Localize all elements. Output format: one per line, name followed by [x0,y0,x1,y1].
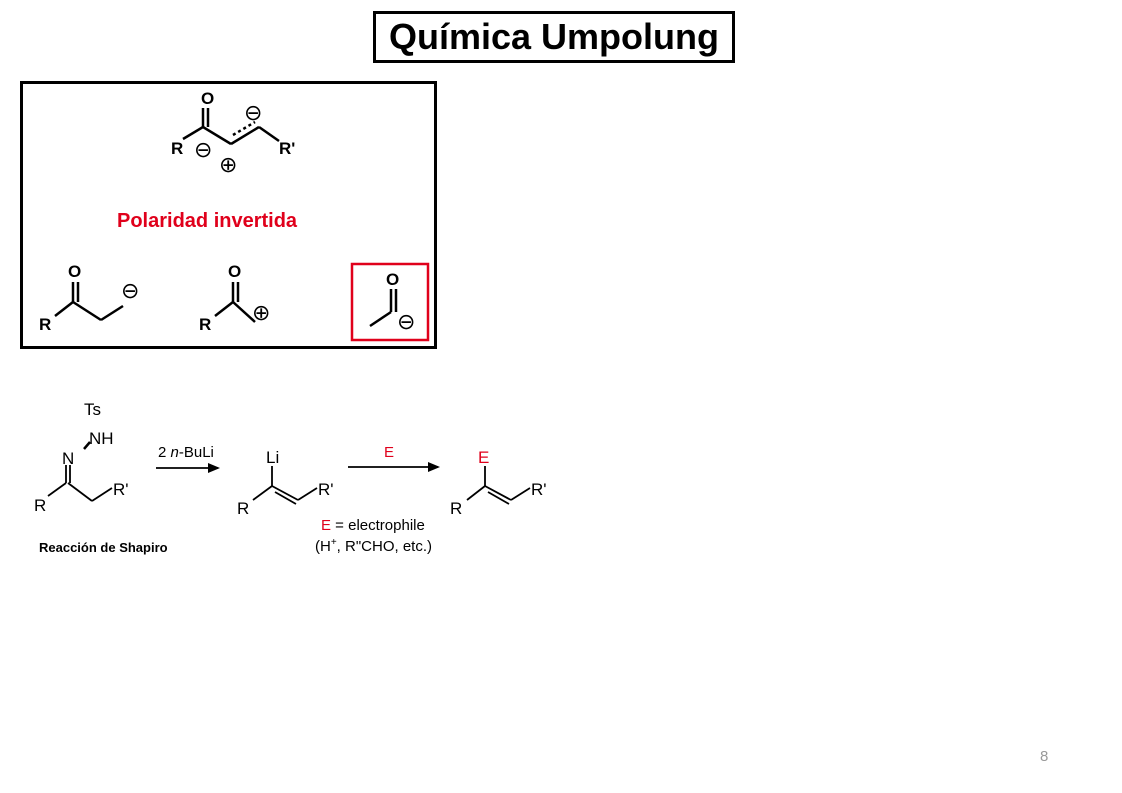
electrophile-examples: (H+, R"CHO, etc.) [315,537,432,555]
start-Rp: R' [113,480,129,499]
struct1-O: O [68,262,81,281]
struct2-O: O [228,262,241,281]
top-Rp: R' [279,139,295,158]
struct2-R: R [199,315,211,334]
struct3-O: O [386,270,399,289]
shapiro-scheme: Ts NH N R R' 2 n-BuLi Li R R' E E R R' E… [34,400,547,555]
product-E: E [478,448,489,467]
intermediate-bonds [252,466,318,505]
start-bonds [47,441,113,502]
product-Rp: R' [531,480,547,499]
highlight-frame [350,262,430,342]
slide-title: Química Umpolung [373,11,735,63]
struct2-plus-icon: ⊕ [252,300,270,325]
top-minus-icon: ⊖ [194,137,212,162]
product-bonds [466,466,531,505]
struct1-bonds [54,282,124,322]
struct3-bonds [369,289,398,328]
page-number: 8 [1040,748,1049,765]
reagent-label: 2 n-BuLi [158,444,214,461]
electrophile-label: E [384,444,394,461]
intermediate-Rp: R' [318,480,334,499]
struct1-minus-icon: ⊖ [121,278,139,303]
shapiro-caption: Reacción de Shapiro [39,540,168,555]
struct2-bonds [214,282,256,323]
arrow2-head-icon [428,462,440,472]
product-R: R [450,499,462,518]
top-R: R [171,139,183,158]
struct1-R: R [39,315,51,334]
top-structure [182,108,280,146]
intermediate-Li: Li [266,448,279,467]
polarity-diagram: O R R' ⊖ ⊖ ⊕ Polaridad invertida O R ⊖ O… [39,89,430,342]
arrow1-head-icon [208,463,220,473]
polarity-caption: Polaridad invertida [117,210,298,232]
start-Ts: Ts [84,400,101,419]
top-O: O [201,89,214,108]
struct3-minus-icon: ⊖ [397,309,415,334]
top-plus-icon: ⊕ [219,152,237,177]
start-R: R [34,496,46,515]
intermediate-R: R [237,499,249,518]
top-minus2-icon: ⊖ [244,100,262,125]
start-NH: NH [89,429,114,448]
start-N: N [62,449,74,468]
electrophile-note: E = electrophile [321,517,425,534]
polarity-diagram-box: O R R' ⊖ ⊖ ⊕ Polaridad invertida O R ⊖ O… [20,81,437,349]
